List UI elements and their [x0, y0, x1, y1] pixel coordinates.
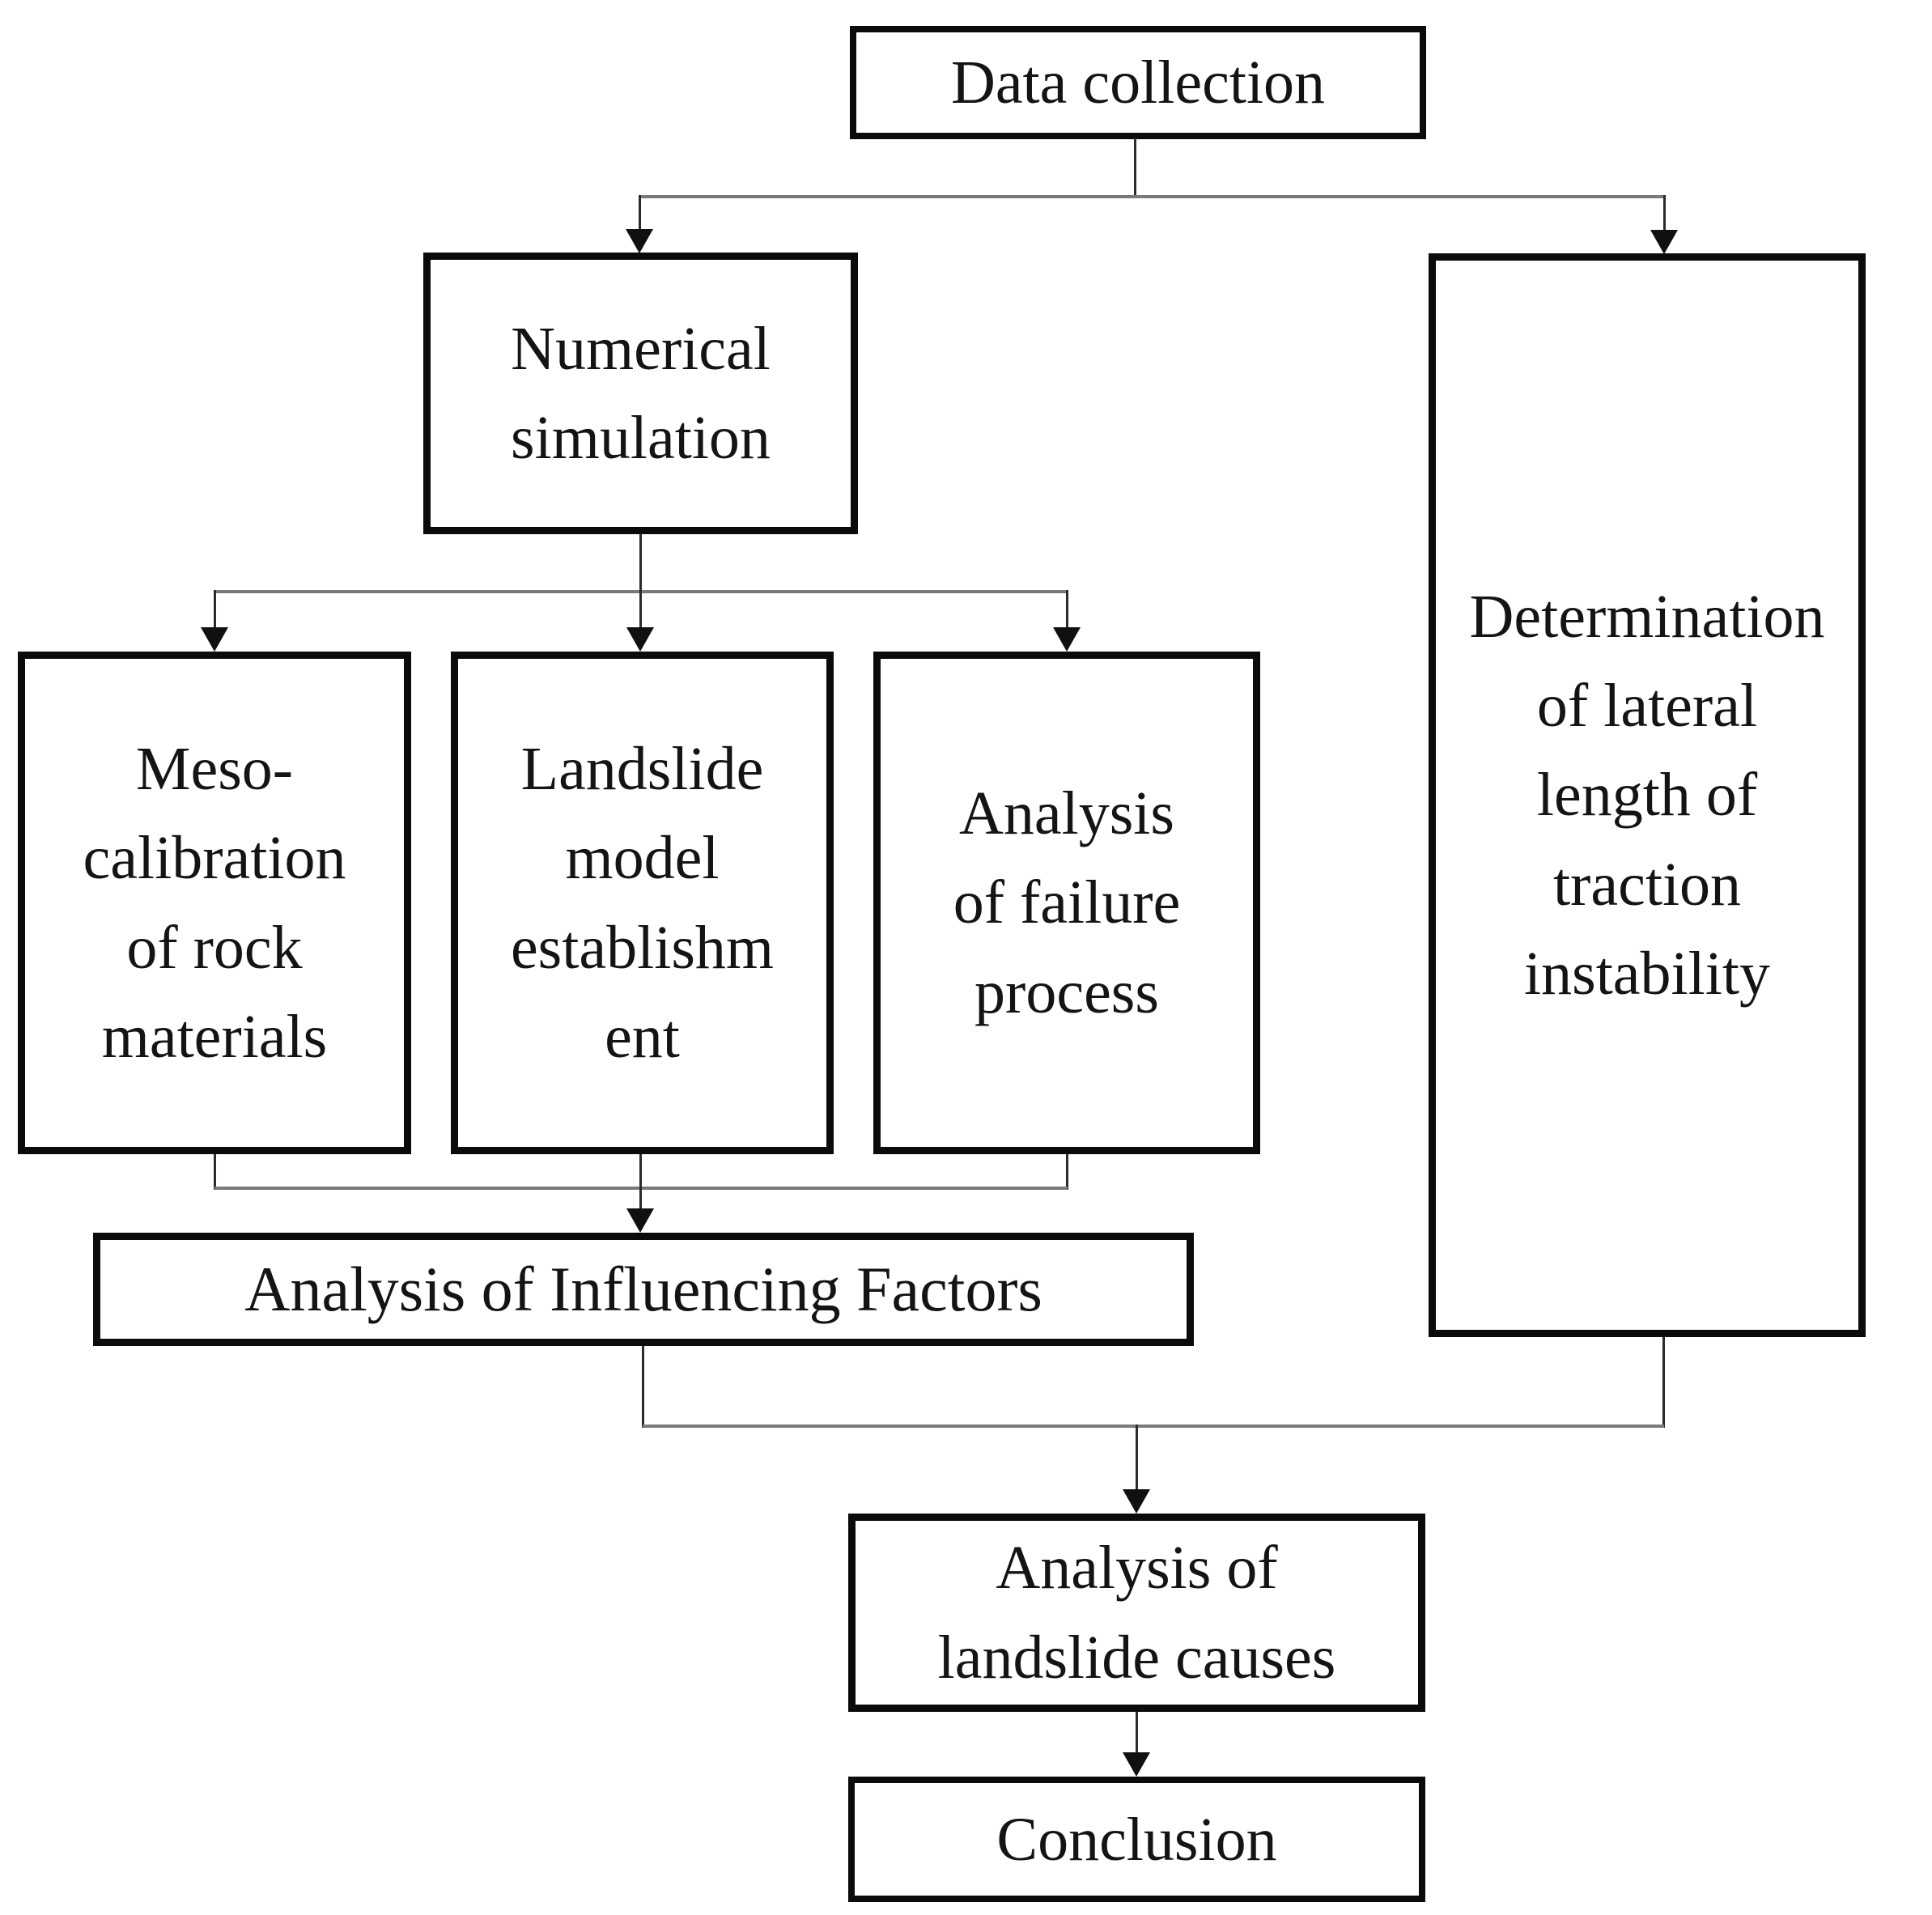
node-analysis-landslide-causes: Analysis of landslide causes [848, 1514, 1425, 1712]
node-analysis-influencing-factors: Analysis of Influencing Factors [93, 1233, 1194, 1346]
edge-stub-failure-process-down [1066, 1154, 1068, 1190]
edge-stub-meso-calibration-down [214, 1154, 216, 1190]
node-label: Data collection [950, 49, 1326, 117]
edge-stem-to-determination [1663, 195, 1666, 231]
node-numerical-simulation: Numerical simulation [423, 253, 858, 534]
node-meso-calibration: Meso- calibration of rock materials [18, 652, 411, 1154]
edge-stem-to-landslide-model [639, 590, 642, 629]
arrowhead-into-failure-process [1053, 627, 1081, 652]
node-data-collection: Data collection [850, 26, 1426, 139]
node-determination-lateral-length: Determination of lateral length of tract… [1429, 253, 1866, 1337]
edge-stem-to-influencing-factors [639, 1154, 642, 1211]
node-landslide-model-establishment: Landslide model establishm ent [451, 652, 834, 1154]
arrowhead-into-influencing-factors [626, 1208, 654, 1233]
edge-stub-determination-down [1662, 1337, 1665, 1428]
node-analysis-failure-process: Analysis of failure process [873, 652, 1260, 1154]
node-label: Analysis of Influencing Factors [244, 1254, 1042, 1324]
arrowhead-into-conclusion [1123, 1752, 1150, 1777]
node-label: Landslide model establishm ent [510, 735, 775, 1071]
edge-stem-to-failure-process [1066, 590, 1068, 629]
edge-stem-data-collection-down [1134, 138, 1136, 198]
arrowhead-into-landslide-model [626, 627, 654, 652]
node-label: Analysis of landslide causes [937, 1534, 1336, 1692]
node-label: Numerical simulation [511, 314, 771, 472]
edge-stem-numerical-simulation-down [639, 534, 642, 593]
node-conclusion: Conclusion [848, 1777, 1425, 1902]
edge-stem-to-conclusion [1136, 1712, 1138, 1754]
edge-rail-merge-causes [643, 1425, 1664, 1428]
edge-rail-top-split [639, 195, 1666, 198]
node-label: Analysis of failure process [953, 779, 1181, 1026]
edge-stem-to-meso-calibration [214, 590, 216, 629]
arrowhead-into-numerical-simulation [626, 229, 653, 253]
node-label: Determination of lateral length of tract… [1469, 583, 1825, 1008]
edge-stem-to-numerical-simulation [639, 195, 641, 231]
node-label: Conclusion [996, 1805, 1277, 1874]
edge-stub-influencing-factors-down [642, 1346, 644, 1428]
arrowhead-into-meso-calibration [201, 627, 228, 652]
arrowhead-into-landslide-causes [1123, 1489, 1150, 1514]
arrowhead-into-determination [1650, 230, 1678, 254]
node-label: Meso- calibration of rock materials [83, 735, 346, 1071]
edge-stem-to-landslide-causes [1136, 1425, 1138, 1491]
